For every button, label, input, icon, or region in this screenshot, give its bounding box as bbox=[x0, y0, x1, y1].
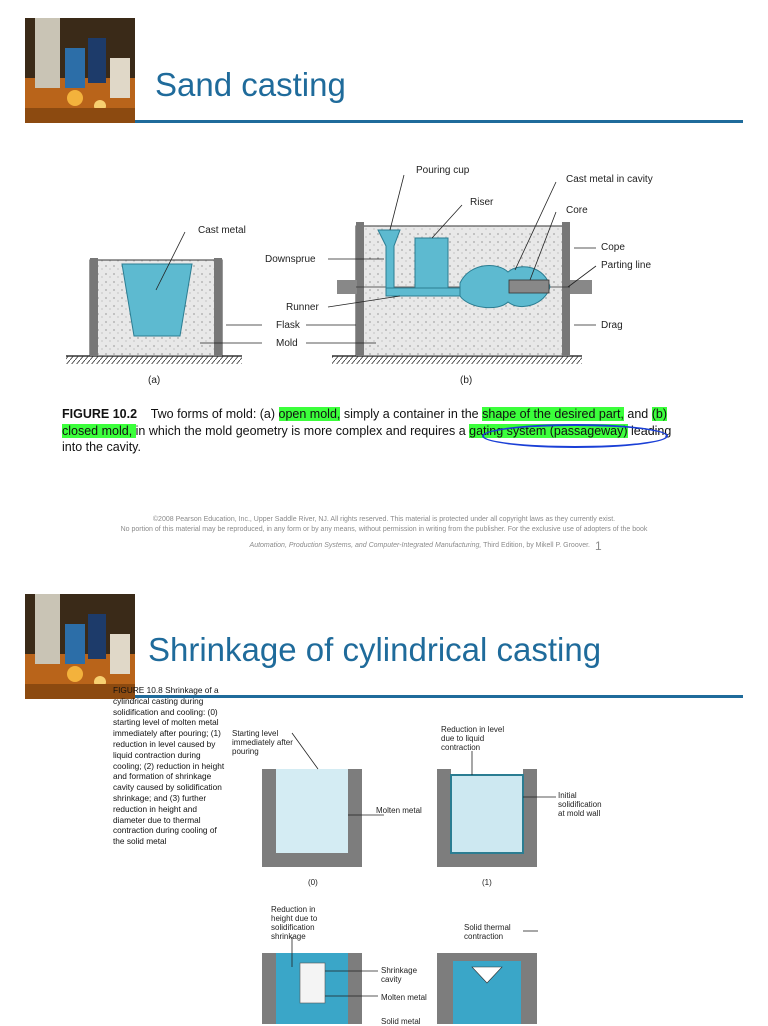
book-title: Automation, Production Systems, and Comp… bbox=[249, 542, 482, 549]
open-mold-diagram bbox=[66, 231, 242, 364]
caption-text: and bbox=[623, 407, 652, 421]
title-divider bbox=[135, 120, 743, 123]
mold-figure: Cast metal (a) bbox=[66, 165, 653, 386]
book-credit: Automation, Production Systems, and Comp… bbox=[0, 541, 590, 551]
highlight-shape: shape of the desired part, bbox=[482, 407, 624, 421]
label-solid-metal: Solid metal bbox=[381, 1017, 421, 1026]
copyright-line-2: No portion of this material may be repro… bbox=[120, 526, 648, 533]
stage-2-diagram bbox=[262, 937, 378, 1024]
label-drag: Drag bbox=[601, 320, 623, 331]
label-solid-thermal: Solid thermal contraction bbox=[464, 923, 511, 941]
label-riser: Riser bbox=[470, 197, 494, 208]
page-number: 1 bbox=[595, 539, 602, 553]
header-photo bbox=[25, 18, 135, 123]
label-starting-level: Starting level immediately after pouring bbox=[232, 729, 293, 756]
label-molten-metal: Molten metal bbox=[376, 806, 422, 815]
page-title: Sand casting bbox=[155, 66, 346, 103]
highlight-open-mold: open mold, bbox=[278, 407, 341, 421]
book-edition: Third Edition, by Mikell P. Groover. bbox=[481, 542, 590, 549]
label-reduction-liquid: Reduction in level due to liquid contrac… bbox=[441, 725, 505, 752]
stage-0-diagram bbox=[262, 732, 384, 867]
slide-2: Shrinkage of cylindrical casting FIGURE … bbox=[0, 575, 768, 1026]
gating-system-annotation bbox=[482, 424, 668, 448]
label-parting-line: Parting line bbox=[601, 260, 651, 271]
figure-caption: FIGURE 10.8 Shrinkage of a cylindrical c… bbox=[113, 685, 225, 847]
label-a: (a) bbox=[148, 375, 160, 386]
label-runner: Runner bbox=[286, 302, 319, 313]
label-reduction-solid: Reduction in height due to solidificatio… bbox=[271, 905, 318, 941]
caption-text: Two forms of mold: (a) bbox=[150, 407, 279, 421]
label-molten-metal-2: Molten metal bbox=[381, 993, 427, 1002]
copyright-line-1: ©2008 Pearson Education, Inc., Upper Sad… bbox=[152, 516, 616, 523]
label-cope: Cope bbox=[601, 242, 625, 253]
label-b: (b) bbox=[460, 375, 472, 386]
shrinkage-figure: (0) (1) bbox=[262, 732, 556, 1024]
label-mold: Mold bbox=[276, 338, 298, 349]
caption-text: in which the mold geometry is more compl… bbox=[135, 423, 470, 438]
figure-number: FIGURE 10.2 bbox=[62, 407, 138, 421]
label-pouring-cup: Pouring cup bbox=[416, 165, 470, 176]
label-downsprue: Downsprue bbox=[265, 254, 316, 265]
label-cast-metal: Cast metal bbox=[198, 225, 246, 236]
label-cast-metal-in-cavity: Cast metal in cavity bbox=[566, 174, 653, 185]
title-divider bbox=[135, 695, 743, 698]
caption-text: simply a container in the bbox=[340, 407, 483, 421]
stage-3-diagram bbox=[437, 930, 538, 1024]
label-step-0: (0) bbox=[308, 878, 318, 887]
stage-1-diagram bbox=[437, 751, 556, 867]
slide-1: Sand casting Cast metal (a) bbox=[0, 18, 743, 553]
page-title: Shrinkage of cylindrical casting bbox=[148, 631, 602, 668]
label-initial-solidification: Initial solidification at mold wall bbox=[558, 791, 602, 818]
label-step-1: (1) bbox=[482, 878, 492, 887]
header-photo bbox=[25, 594, 135, 699]
label-flask: Flask bbox=[276, 320, 301, 331]
label-core: Core bbox=[566, 205, 588, 216]
closed-mold-diagram bbox=[200, 174, 597, 364]
label-shrinkage-cavity: Shrinkage cavity bbox=[381, 966, 418, 984]
